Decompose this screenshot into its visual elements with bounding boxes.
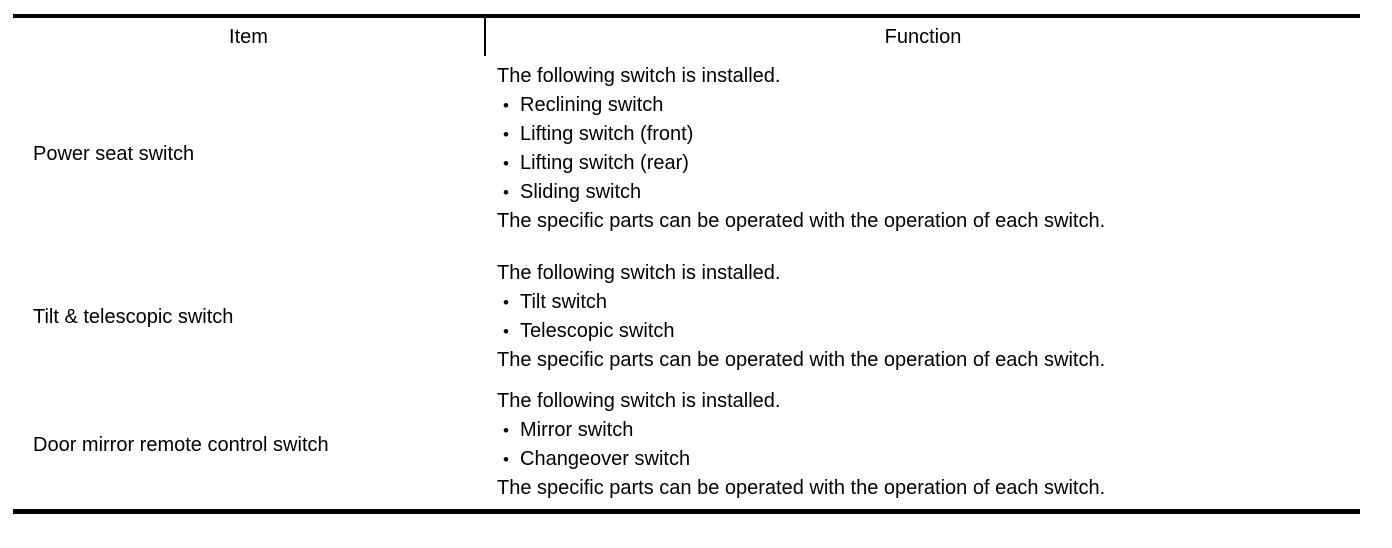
switch-function-table: Item Function Power seat switch The foll…	[13, 14, 1360, 514]
bullet-text: Tilt switch	[520, 291, 608, 313]
bullet-icon: •	[503, 421, 509, 440]
bullet-icon: •	[503, 96, 509, 115]
function-cell: The following switch is installed. • Tilt…	[485, 253, 1360, 381]
bullet-item: • Sliding switch	[497, 178, 1350, 207]
function-intro: The following switch is installed.	[497, 65, 781, 87]
bullet-text: Changeover switch	[520, 448, 691, 470]
bullet-icon: •	[503, 450, 509, 469]
header-row: Item Function	[13, 16, 1360, 56]
function-outro: The specific parts can be operated with …	[497, 210, 1106, 232]
table-body: Power seat switch The following switch i…	[13, 56, 1360, 512]
table-row-tilt-telescopic-switch: Tilt & telescopic switch The following s…	[13, 253, 1360, 381]
table-row-door-mirror-remote-control-switch: Door mirror remote control switch The fo…	[13, 381, 1360, 512]
bullet-icon: •	[503, 154, 509, 173]
function-cell: The following switch is installed. • Mirr…	[485, 381, 1360, 512]
item-cell: Door mirror remote control switch	[33, 433, 329, 456]
function-cell: The following switch is installed. • Recl…	[485, 56, 1360, 253]
bullet-item: • Lifting switch (rear)	[497, 149, 1350, 178]
bullet-item: • Reclining switch	[497, 91, 1350, 120]
bullet-icon: •	[503, 125, 509, 144]
bullet-icon: •	[503, 183, 509, 202]
function-outro: The specific parts can be operated with …	[497, 477, 1106, 499]
column-header-item: Item	[13, 16, 486, 56]
column-header-function: Function	[884, 25, 962, 48]
table-header: Item Function	[13, 16, 1360, 56]
bullet-item: • Changeover switch	[497, 445, 1350, 474]
bullet-text: Telescopic switch	[520, 320, 675, 342]
bullet-text: Mirror switch	[520, 419, 634, 441]
table-row-power-seat-switch: Power seat switch The following switch i…	[13, 56, 1360, 253]
bullet-text: Lifting switch (rear)	[520, 152, 689, 174]
bullet-icon: •	[503, 293, 509, 312]
bullet-item: • Lifting switch (front)	[497, 120, 1350, 149]
item-cell: Tilt & telescopic switch	[33, 305, 234, 328]
bullet-icon: •	[503, 322, 509, 341]
bullet-item: • Telescopic switch	[497, 317, 1350, 346]
bullet-item: • Mirror switch	[497, 416, 1350, 445]
bullet-item: • Tilt switch	[497, 288, 1350, 317]
item-cell: Power seat switch	[33, 143, 195, 165]
bullet-text: Lifting switch (front)	[520, 123, 694, 145]
bullet-text: Reclining switch	[520, 94, 664, 116]
function-outro: The specific parts can be operated with …	[497, 349, 1106, 371]
bullet-text: Sliding switch	[520, 181, 642, 203]
function-intro: The following switch is installed.	[497, 390, 781, 412]
function-intro: The following switch is installed.	[497, 262, 781, 284]
